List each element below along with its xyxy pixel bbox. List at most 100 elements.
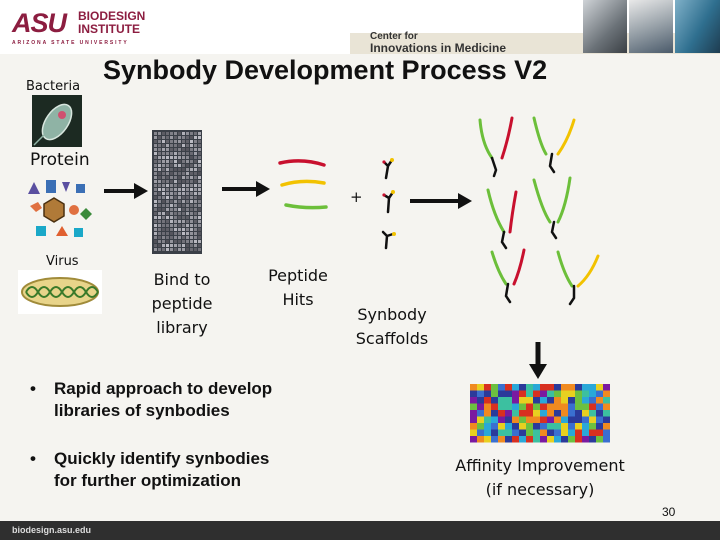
array-spot xyxy=(170,220,173,223)
array-spot xyxy=(174,212,177,215)
heatmap-cell xyxy=(526,390,533,397)
array-spot xyxy=(178,236,181,239)
array-spot xyxy=(186,232,189,235)
array-spot xyxy=(166,212,169,215)
slide-title: Synbody Development Process V2 xyxy=(103,55,548,85)
array-spot xyxy=(198,152,201,155)
affinity-line1: Affinity Improvement xyxy=(455,456,625,475)
heatmap-cell xyxy=(519,429,526,436)
array-spot xyxy=(162,224,165,227)
array-spot xyxy=(198,148,201,151)
right-arrow-icon-3 xyxy=(410,193,472,209)
heatmap-cell xyxy=(547,423,554,430)
hits-line1: Peptide xyxy=(268,266,328,285)
heatmap-cell xyxy=(498,416,505,423)
bullet-2-line2: for further optimization xyxy=(54,471,241,490)
heatmap-cell xyxy=(533,390,540,397)
heatmap-cell xyxy=(491,403,498,410)
array-spot xyxy=(190,184,193,187)
array-spot xyxy=(170,148,173,151)
array-spot xyxy=(186,220,189,223)
heatmap-cell xyxy=(589,384,596,391)
array-spot xyxy=(166,160,169,163)
array-spot xyxy=(178,248,181,251)
array-spot xyxy=(174,176,177,179)
array-spot xyxy=(170,184,173,187)
array-spot xyxy=(170,192,173,195)
array-spot xyxy=(198,180,201,183)
heatmap-cell xyxy=(526,423,533,430)
array-spot xyxy=(194,152,197,155)
heatmap-cell xyxy=(589,397,596,404)
array-spot xyxy=(162,232,165,235)
heatmap-cell xyxy=(505,410,512,417)
array-spot xyxy=(154,164,157,167)
array-spot xyxy=(166,224,169,227)
heatmap-cell xyxy=(568,416,575,423)
array-spot xyxy=(174,248,177,251)
header-photo-2 xyxy=(629,0,673,53)
bind-label: Bind to peptide library xyxy=(140,268,224,340)
heatmap-cell xyxy=(575,390,582,397)
heatmap-cell xyxy=(589,390,596,397)
array-spot xyxy=(186,216,189,219)
array-spot xyxy=(158,204,161,207)
array-spot xyxy=(166,164,169,167)
array-spot xyxy=(198,160,201,163)
heatmap-cell xyxy=(526,410,533,417)
peptide-array-icon xyxy=(152,130,202,254)
array-spot xyxy=(194,144,197,147)
heatmap-cell xyxy=(477,429,484,436)
array-spot xyxy=(166,216,169,219)
array-spot xyxy=(166,144,169,147)
asu-logo: ASU xyxy=(12,8,67,38)
heatmap-cell xyxy=(484,397,491,404)
heatmap-cell xyxy=(498,397,505,404)
array-spot xyxy=(190,228,193,231)
protein-label: Protein xyxy=(30,150,90,170)
heatmap-cell xyxy=(561,403,568,410)
array-spot xyxy=(170,144,173,147)
array-spot xyxy=(194,156,197,159)
array-spot xyxy=(182,244,185,247)
array-spot xyxy=(194,172,197,175)
heatmap-cell xyxy=(582,390,589,397)
heatmap-cell xyxy=(582,397,589,404)
array-spot xyxy=(174,192,177,195)
array-spot xyxy=(186,152,189,155)
array-spot xyxy=(162,176,165,179)
array-spot xyxy=(158,132,161,135)
array-spot xyxy=(166,204,169,207)
array-spot xyxy=(182,180,185,183)
array-spot xyxy=(162,156,165,159)
array-spot xyxy=(158,192,161,195)
array-spot xyxy=(158,248,161,251)
array-spot xyxy=(174,136,177,139)
heatmap-cell xyxy=(498,436,505,443)
array-spot xyxy=(190,152,193,155)
array-spot xyxy=(166,168,169,171)
heatmap-cell xyxy=(603,423,610,430)
heatmap-cell xyxy=(498,410,505,417)
array-spot xyxy=(174,240,177,243)
array-spot xyxy=(162,184,165,187)
heatmap-cell xyxy=(589,423,596,430)
array-spot xyxy=(190,176,193,179)
array-spot xyxy=(158,140,161,143)
heatmap-cell xyxy=(491,390,498,397)
array-spot xyxy=(198,212,201,215)
heatmap-cell xyxy=(575,397,582,404)
array-spot xyxy=(158,216,161,219)
array-spot xyxy=(198,220,201,223)
array-spot xyxy=(162,196,165,199)
array-spot xyxy=(182,148,185,151)
array-spot xyxy=(190,248,193,251)
synbody-icons xyxy=(478,116,600,306)
array-spot xyxy=(190,148,193,151)
array-spot xyxy=(198,156,201,159)
array-spot xyxy=(174,180,177,183)
array-spot xyxy=(178,216,181,219)
heatmap-cell xyxy=(547,429,554,436)
array-spot xyxy=(174,164,177,167)
array-spot xyxy=(162,172,165,175)
